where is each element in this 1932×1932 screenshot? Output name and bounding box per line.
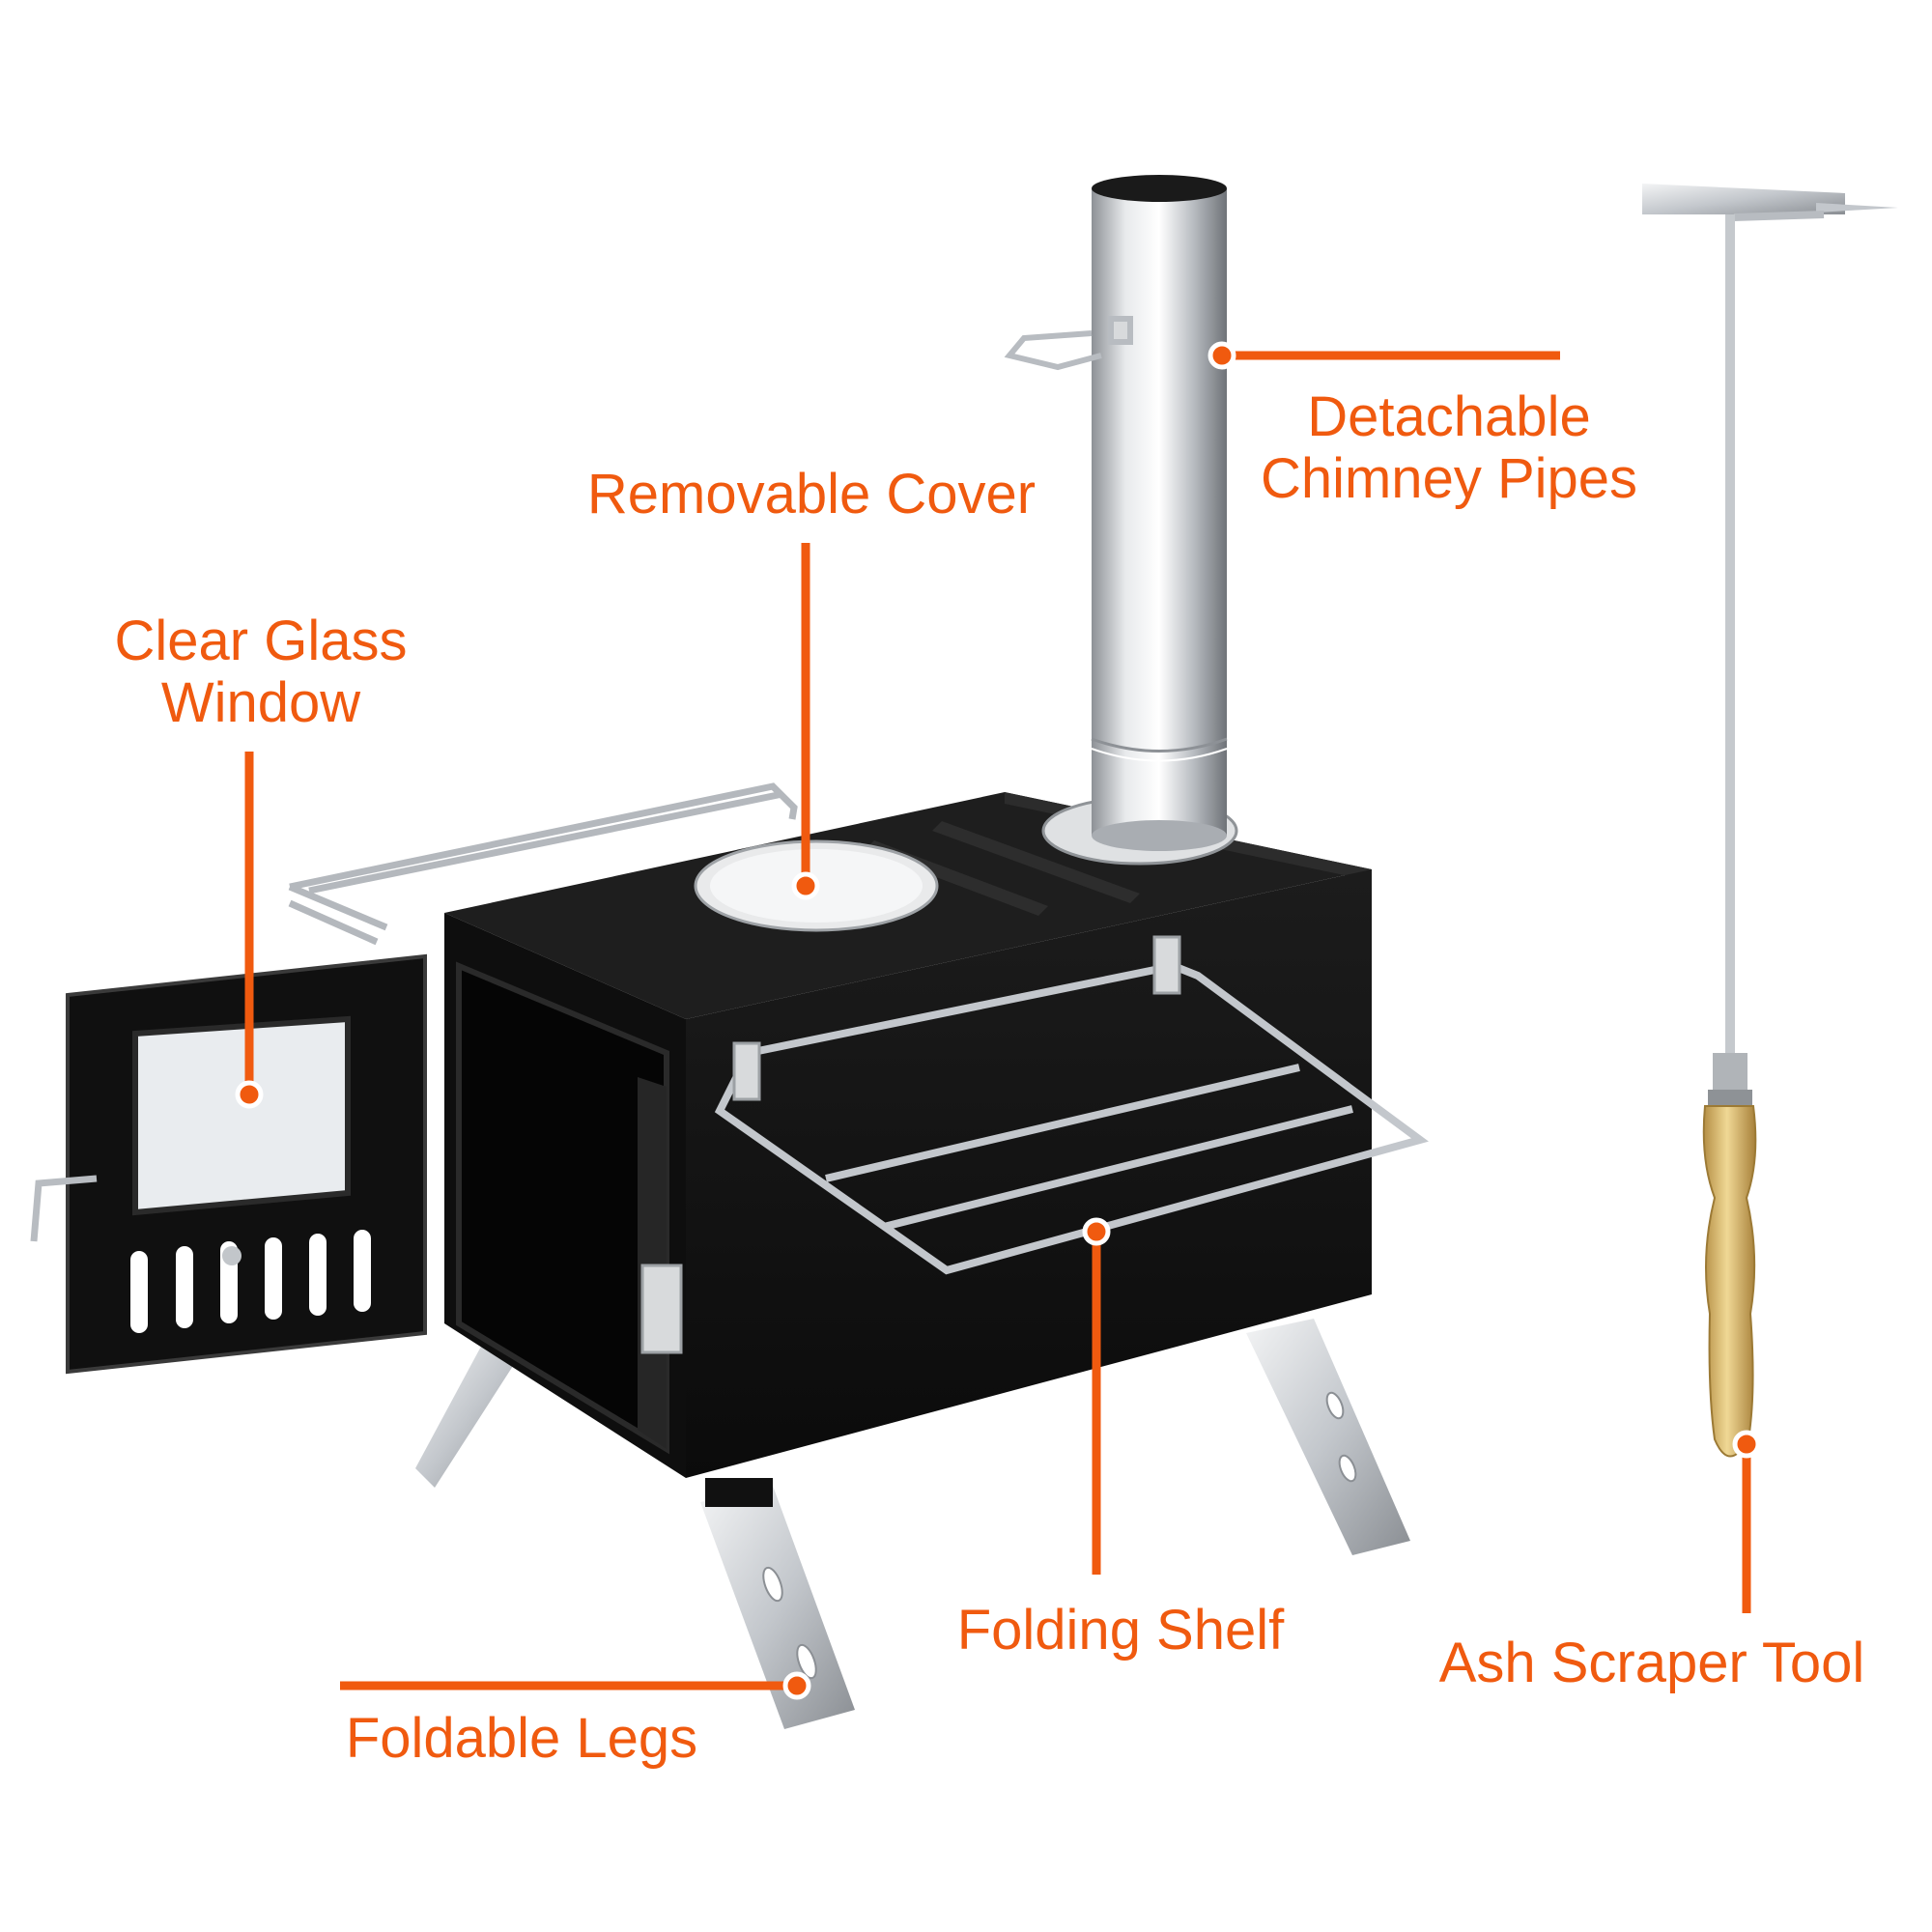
glass-dot <box>235 1080 264 1109</box>
removable-cover-label: Removable Cover <box>586 463 1037 526</box>
stove-front <box>686 869 1372 1478</box>
chimney-pipe <box>1091 175 1228 851</box>
stove-door <box>30 953 427 1375</box>
callouts <box>244 351 1751 1690</box>
glass-label-line1: Clear Glass <box>114 610 408 672</box>
chimney-pipes-label: Detachable Chimney Pipes <box>1227 386 1671 510</box>
shelf-dot <box>1082 1217 1111 1246</box>
ash-scraper-label: Ash Scraper Tool <box>1438 1632 1865 1694</box>
ash-dot <box>1732 1430 1761 1459</box>
clear-glass-window-label: Clear Glass Window <box>77 611 444 734</box>
chimney-label-line2: Chimney Pipes <box>1260 447 1638 510</box>
folding-shelf <box>714 935 1429 1275</box>
cover-dot <box>791 871 820 900</box>
ash-scraper-tool <box>1642 184 1898 1458</box>
rear-legs <box>415 1319 1410 1555</box>
folding-shelf-label: Folding Shelf <box>956 1599 1285 1662</box>
chimney-dot <box>1208 341 1236 370</box>
top-rack <box>288 782 798 946</box>
chimney-label-line1: Detachable <box>1307 385 1591 448</box>
chimney-handle <box>1004 316 1133 371</box>
front-legs <box>700 1478 855 1729</box>
foldable-legs-label: Foldable Legs <box>345 1707 698 1770</box>
legs-dot <box>782 1671 811 1700</box>
glass-label-line2: Window <box>160 671 361 734</box>
